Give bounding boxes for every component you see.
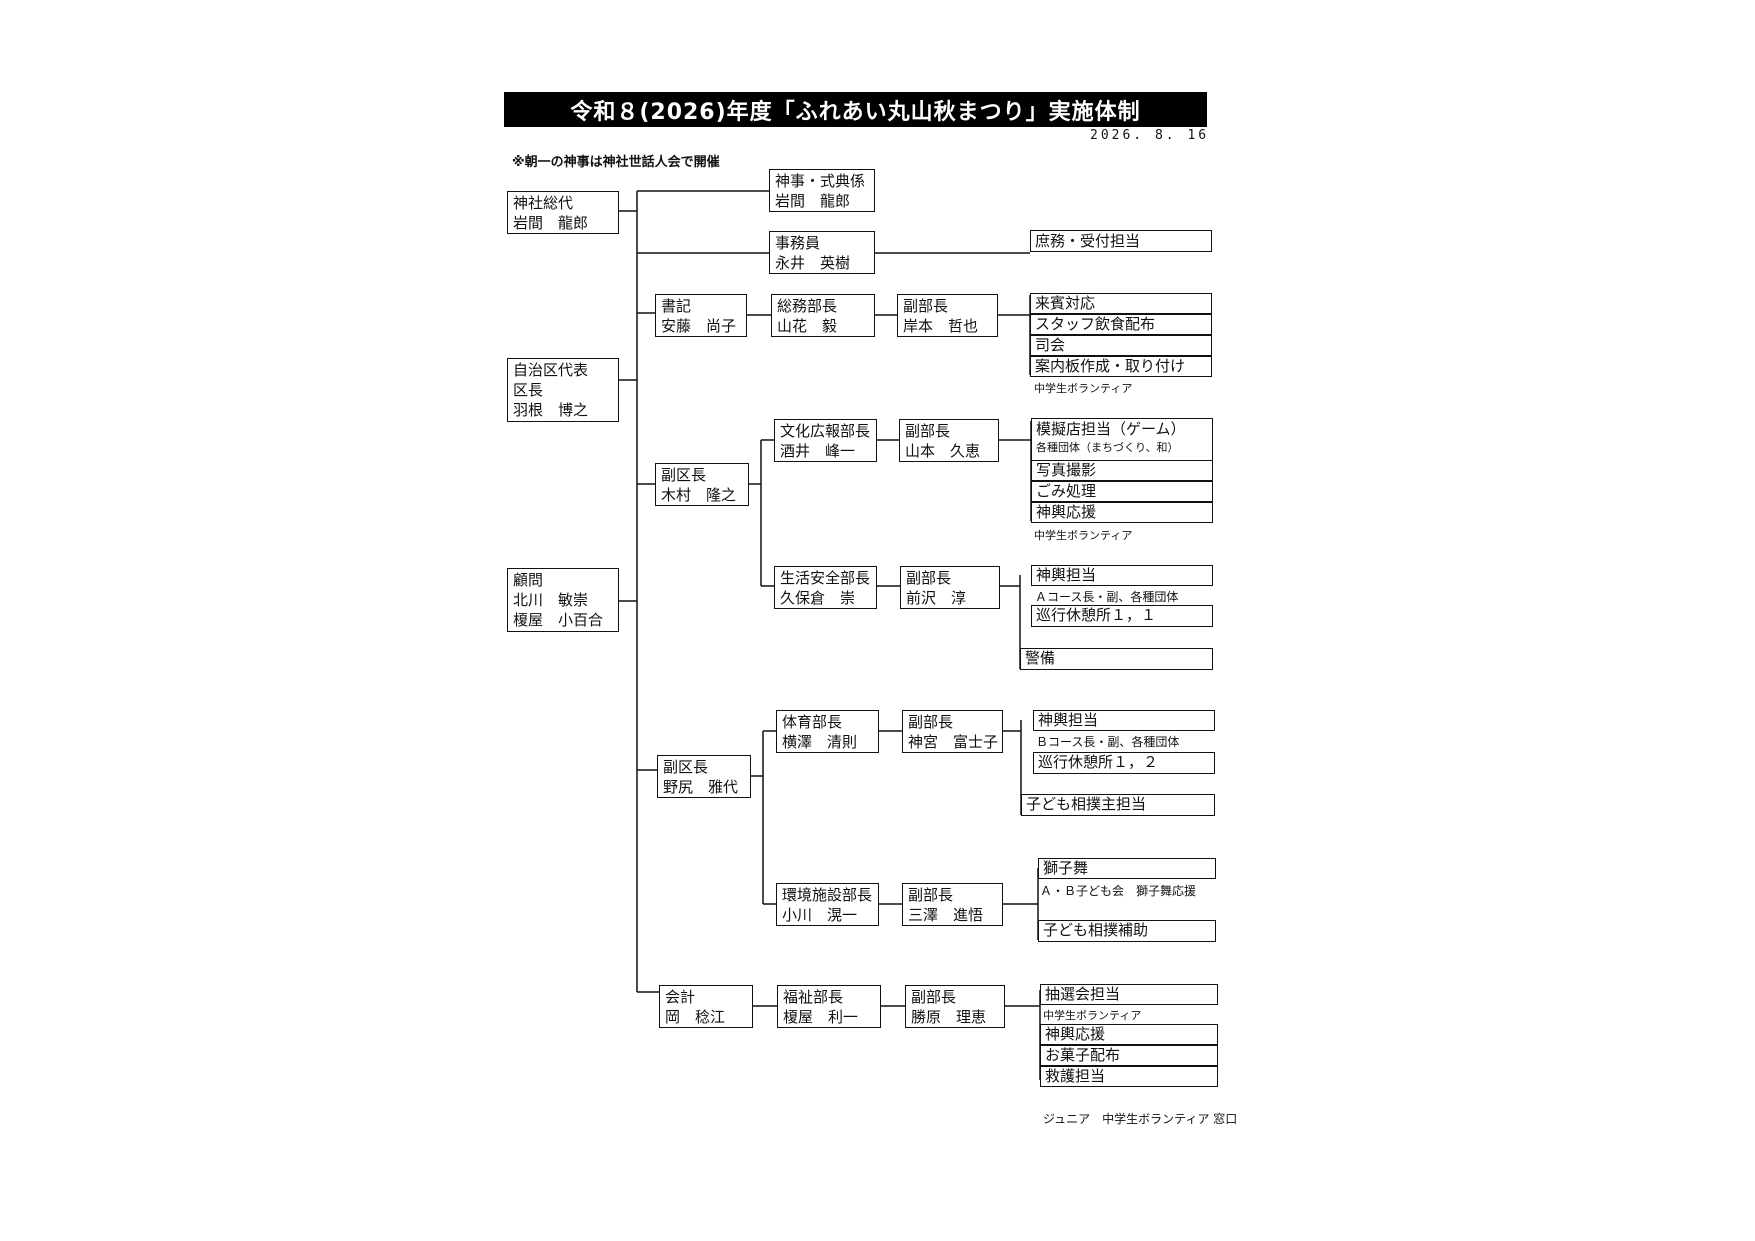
culture-pr-deputy-name: 山本 久恵 [905,442,981,460]
sports-task-3: 子ども相撲主担当 [1021,794,1215,816]
welfare-head-name: 榎屋 利一 [783,1008,859,1026]
vice-chief-2-box: 副区長 野尻 雅代 [657,755,751,798]
sports-task-1: 神輿担当 [1033,710,1215,731]
general-affairs-deputy-name: 岸本 哲也 [903,317,979,335]
treasurer-name: 岡 稔江 [665,1008,726,1026]
vice-chief-1-box: 副区長 木村 隆之 [655,463,749,506]
welfare-deputy-name: 勝原 理恵 [911,1008,987,1026]
culture-pr-head-role: 文化広報部長 [780,422,871,440]
sports-deputy-role: 副部長 [908,713,954,731]
safety-task-2: 巡行休憩所１，１ [1031,605,1213,627]
welfare-task-2: 神輿応援 [1040,1024,1218,1045]
general-affairs-head-role: 総務部長 [777,297,838,315]
shinji-role: 神事・式典係 [775,172,866,190]
vice-chief-1-role: 副区長 [661,466,707,484]
secretary-volunteer-note: 中学生ボランティア [1034,382,1133,395]
culture-task-2: 写真撮影 [1031,460,1213,481]
shrine-representative-role: 神社総代 [513,194,574,212]
secretary-task-2: スタッフ飲食配布 [1030,314,1212,335]
environment-task-2: 子ども相撲補助 [1038,920,1216,942]
welfare-head-role: 福祉部長 [783,988,844,1006]
district-representative-box: 自治区代表 区長 羽根 博之 [507,358,619,422]
environment-deputy-role: 副部長 [908,886,954,904]
district-representative-role: 自治区代表 [513,361,589,379]
safety-task-1: 神輿担当 [1031,565,1213,586]
culture-task-4: 神輿応援 [1031,502,1213,523]
shrine-representative-box: 神社総代 岩間 龍郎 [507,191,619,234]
culture-pr-head-name: 酒井 峰一 [780,442,856,460]
sports-head-box: 体育部長 横澤 清則 [776,710,879,753]
secretary-task-3: 司会 [1030,335,1212,356]
secretary-task-1: 来賓対応 [1030,293,1212,314]
general-affairs-deputy-role: 副部長 [903,297,949,315]
vice-chief-2-name: 野尻 雅代 [663,778,739,796]
sports-head-name: 横澤 清則 [782,733,858,751]
environment-head-name: 小川 滉一 [782,906,858,924]
clerk-name: 永井 英樹 [775,254,851,272]
sports-task-note: Ｂコース長・副、各種団体 [1036,735,1180,749]
advisors-role: 顧問 [513,571,544,589]
district-chief-role: 区長 [513,381,544,399]
shinji-name: 岩間 龍郎 [775,192,851,210]
secretary-box: 書記 安藤 尚子 [655,294,747,337]
environment-deputy-name: 三澤 進悟 [908,906,984,924]
welfare-task-3: お菓子配布 [1040,1045,1218,1066]
environment-deputy-box: 副部長 三澤 進悟 [902,883,1003,926]
advisors-box: 顧問 北川 敏崇 榎屋 小百合 [507,568,619,632]
environment-head-box: 環境施設部長 小川 滉一 [776,883,879,926]
environment-task-1: 獅子舞 [1038,858,1216,879]
safety-deputy-role: 副部長 [906,569,952,587]
shinji-box: 神事・式典係 岩間 龍郎 [769,169,875,212]
safety-deputy-name: 前沢 淳 [906,589,967,607]
sports-deputy-box: 副部長 神宮 富士子 [902,710,1003,753]
welfare-task-4: 救護担当 [1040,1066,1218,1087]
sports-head-role: 体育部長 [782,713,843,731]
environment-task-note: Ａ・Ｂ子ども会 獅子舞応援 [1040,884,1197,898]
junior-volunteer-footer: ジュニア 中学生ボランティア 窓口 [1043,1112,1238,1126]
culture-task-note: 各種団体（まちづくり、和） [1036,441,1179,454]
clerk-role: 事務員 [775,234,821,252]
safety-head-name: 久保倉 崇 [780,589,856,607]
secretary-name: 安藤 尚子 [661,317,737,335]
general-affairs-head-box: 総務部長 山花 毅 [771,294,875,337]
sports-task-2: 巡行休憩所１，２ [1033,752,1215,774]
secretary-task-4: 案内板作成・取り付け [1030,356,1212,377]
welfare-volunteer-note: 中学生ボランティア [1043,1009,1142,1022]
sports-deputy-name: 神宮 富士子 [908,733,999,751]
general-affairs-deputy-box: 副部長 岸本 哲也 [897,294,998,337]
culture-pr-head-box: 文化広報部長 酒井 峰一 [774,419,877,462]
clerk-task: 庶務・受付担当 [1030,230,1212,252]
clerk-box: 事務員 永井 英樹 [769,231,875,274]
welfare-head-box: 福祉部長 榎屋 利一 [777,985,881,1028]
welfare-deputy-box: 副部長 勝原 理恵 [905,985,1005,1028]
general-affairs-head-name: 山花 毅 [777,317,838,335]
vice-chief-2-role: 副区長 [663,758,709,776]
culture-task-1: 模擬店担当（ゲーム） [1036,420,1186,438]
welfare-deputy-role: 副部長 [911,988,957,1006]
culture-pr-deputy-box: 副部長 山本 久恵 [899,419,999,462]
welfare-task-1: 抽選会担当 [1040,984,1218,1005]
culture-volunteer-note: 中学生ボランティア [1034,529,1133,542]
shinji-note: ※朝一の神事は神社世話人会で開催 [512,155,720,170]
culture-task-group-1: 模擬店担当（ゲーム） 各種団体（まちづくり、和） [1031,418,1213,461]
culture-task-3: ごみ処理 [1031,481,1213,502]
vice-chief-1-name: 木村 隆之 [661,486,737,504]
environment-head-role: 環境施設部長 [782,886,873,904]
safety-head-box: 生活安全部長 久保倉 崇 [774,566,877,609]
advisor-name-2: 榎屋 小百合 [513,611,604,629]
secretary-role: 書記 [661,297,692,315]
safety-head-role: 生活安全部長 [780,569,871,587]
advisor-name-1: 北川 敏崇 [513,591,589,609]
document-date: 2026. 8. 16 [1090,128,1210,143]
safety-deputy-box: 副部長 前沢 淳 [900,566,1000,609]
district-chief-name: 羽根 博之 [513,401,589,419]
safety-task-3: 警備 [1020,648,1213,670]
treasurer-role: 会計 [665,988,696,1006]
culture-pr-deputy-role: 副部長 [905,422,951,440]
document-title: 令和８(2026)年度「ふれあい丸山秋まつり」実施体制 [504,92,1207,127]
treasurer-box: 会計 岡 稔江 [659,985,753,1028]
shrine-representative-name: 岩間 龍郎 [513,214,589,232]
safety-task-note: Ａコース長・副、各種団体 [1035,590,1179,604]
